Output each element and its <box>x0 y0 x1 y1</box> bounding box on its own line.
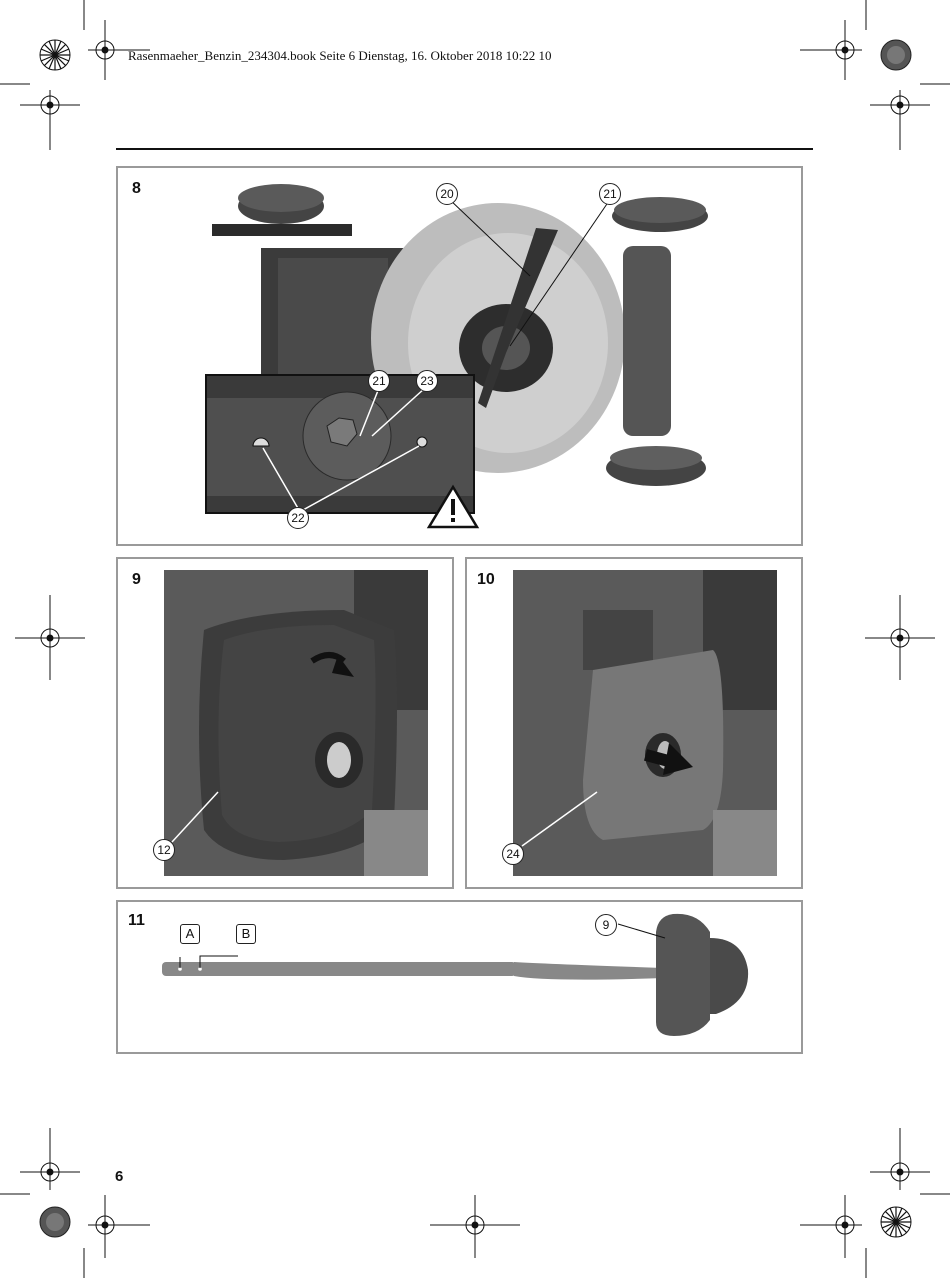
curved-arrow-icon <box>310 652 354 677</box>
figure-number: 10 <box>477 571 495 588</box>
blade-bolt-detail-illustration <box>207 387 473 511</box>
figure-number: 11 <box>128 912 145 929</box>
figure-9-panel: 9 12 <box>116 557 454 889</box>
label-b: B <box>236 924 256 944</box>
figure-8-panel: 8 20 21 21 23 22 <box>116 166 803 546</box>
page-number: 6 <box>115 1168 124 1185</box>
dipstick-illustration <box>162 913 749 1036</box>
air-filter-cover-illustration <box>164 570 428 876</box>
running-head: Rasenmaeher_Benzin_234304.book Seite 6 D… <box>128 48 552 63</box>
foam-filter-illustration <box>513 570 777 876</box>
callout-24: 24 <box>502 843 524 865</box>
callout-22: 22 <box>287 507 309 529</box>
callout-21: 21 <box>599 183 621 205</box>
blade-detail-inset <box>205 374 475 514</box>
figure-number: 8 <box>132 180 141 197</box>
callout-9: 9 <box>595 914 617 936</box>
right-arrow-icon <box>643 743 693 775</box>
callout-23: 23 <box>416 370 438 392</box>
header-rule <box>116 148 813 150</box>
callout-21-inset: 21 <box>368 370 390 392</box>
figure-10-panel: 10 24 <box>465 557 803 889</box>
label-a: A <box>180 924 200 944</box>
callout-12: 12 <box>153 839 175 861</box>
callout-20: 20 <box>436 183 458 205</box>
figure-11-panel: 11 A B 9 <box>116 900 803 1054</box>
figure-number: 9 <box>132 571 141 588</box>
warning-triangle-icon <box>426 484 480 529</box>
